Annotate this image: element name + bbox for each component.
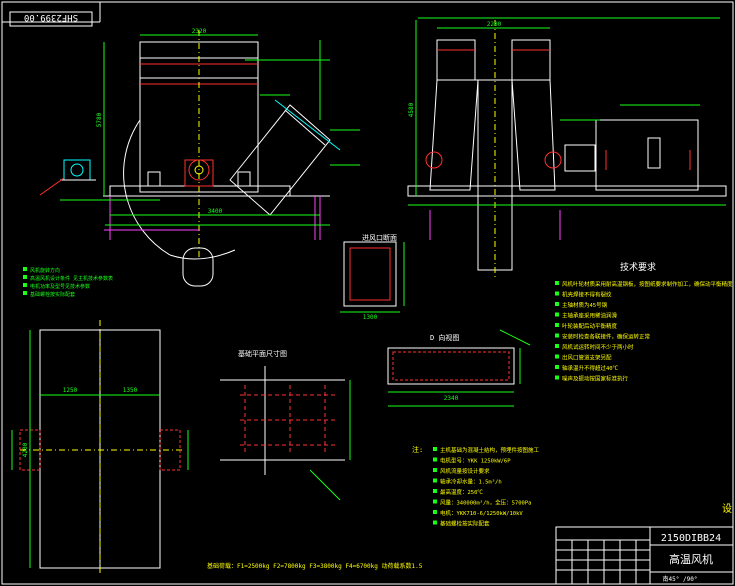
tech-requirement-line: 风机叶轮材质采用耐高温钢板，按图纸要求制作加工，确保动平衡精度 <box>562 280 733 288</box>
dim-top-width: 2320 <box>192 28 207 35</box>
spec-note-line-bullet <box>433 510 437 514</box>
dim-found-h: 4200 <box>22 442 29 457</box>
left-note-line: 基础螺栓按实际配套 <box>30 291 75 298</box>
left-note-line-bullet <box>23 283 27 287</box>
tech-requirement-line-bullet <box>555 302 559 306</box>
weights-line: 基础荷载：F1=2500kg F2=7800kg F3=3800kg F4=67… <box>207 562 423 570</box>
spec-note-line: 最高温度：250℃ <box>440 488 483 496</box>
spec-note-line-bullet <box>433 468 437 472</box>
tech-requirement-line: 叶轮装配后动平衡精度 <box>562 322 618 330</box>
foundation-label: 基础平面尺寸图 <box>238 349 287 358</box>
foundation-plan-view: 1250 1350 4200 <box>11 320 189 575</box>
dim-base-width: 3400 <box>208 208 223 215</box>
tech-requirement-line: 风机试运转时间不少于两小时 <box>562 343 634 351</box>
drawing-subtitle: 南45° /90° <box>663 575 698 583</box>
spec-note-line: 轴承冷却水量：1.5m³/h <box>440 478 502 486</box>
left-note-line: 高温风机设计条件 见主机技术参数表 <box>30 275 113 282</box>
drawing-number-box: SHF2399.00 <box>9 11 93 27</box>
spec-note-line-bullet <box>433 489 437 493</box>
tech-requirement-line-bullet <box>555 333 559 338</box>
tech-requirement-line-bullet <box>555 344 559 348</box>
dim-outlet-w: 2340 <box>444 395 459 402</box>
left-note-line-bullet <box>23 275 27 279</box>
left-note-line: 风机旋转方向 <box>30 267 60 274</box>
tech-requirement-line: 安装时检查各联接件，确保运转正常 <box>562 333 651 341</box>
tech-requirement-line: 出风口管道支架另配 <box>562 354 612 362</box>
tech-requirements-block: 技术要求 风机叶轮材质采用耐高温钢板，按图纸要求制作加工，确保动平衡精度机壳焊接… <box>555 261 733 383</box>
dim-found-w2: 1350 <box>123 387 138 394</box>
spec-note-line-bullet <box>433 447 437 451</box>
inlet-section-view: 进风口断面 1300 <box>340 233 405 321</box>
spec-note-line: 风量：340000m³/h，全压：5700Pa <box>440 499 531 507</box>
tech-requirement-line-bullet <box>555 312 559 317</box>
model-number: 2150DIBB24 <box>661 533 721 544</box>
spec-notes-prefix: 注: <box>412 445 423 454</box>
spec-note-line: 电机：YKK710-6/1250kW/10kV <box>440 509 523 517</box>
inlet-section-label: 进风口断面 <box>362 233 397 242</box>
spec-note-line: 主机基础为混凝土结构，预埋件按图施工 <box>440 446 540 454</box>
side-elevation-view: 2200 4580 <box>407 17 727 280</box>
tech-requirement-line: 主轴承座采用稀油润滑 <box>562 312 618 320</box>
left-note-line-bullet <box>23 291 27 295</box>
tech-requirement-line: 机壳焊接不得有裂纹 <box>562 291 612 299</box>
tech-requirement-line-bullet <box>555 281 559 285</box>
left-note-line: 电机功率及型号见技术参数 <box>30 283 90 290</box>
bolt-layout-view: 基础平面尺寸图 <box>220 349 351 501</box>
tech-requirement-line: 主轴材质为45号钢 <box>562 301 608 309</box>
tech-requirements-heading: 技术要求 <box>620 261 656 273</box>
spec-note-line-bullet <box>433 457 437 462</box>
outlet-section-label: D 向视图 <box>430 333 459 342</box>
tech-requirement-line-bullet <box>555 291 559 296</box>
spec-note-line: 基础螺栓按实际配套 <box>440 520 490 528</box>
drawing-title: 高温风机 <box>669 552 713 566</box>
spec-note-line: 风机流量按设计要求 <box>440 467 490 475</box>
title-block: 2150DIBB24 高温风机 南45° /90° 设 <box>555 503 734 585</box>
tech-requirement-line: 噪声及振动按国家标准执行 <box>562 375 629 383</box>
left-note-line-bullet <box>23 267 27 271</box>
spec-note-line-bullet <box>433 478 437 483</box>
tech-requirement-line-bullet <box>555 323 559 327</box>
spec-note-line-bullet <box>433 499 437 504</box>
edge-partial-text: 设 <box>722 503 732 515</box>
dim-left-overall: 5780 <box>96 112 103 127</box>
outlet-d-view: D 向视图 2340 <box>387 329 531 407</box>
drawing-number: SHF2399.00 <box>24 12 78 22</box>
tech-requirement-line: 轴承温升不得超过40℃ <box>562 364 619 372</box>
spec-note-line-bullet <box>433 520 437 525</box>
dim-right-width: 2200 <box>487 21 502 28</box>
front-elevation-view: 2320 5780 3400 <box>39 28 360 287</box>
tech-requirement-line-bullet <box>555 354 559 359</box>
tech-requirement-line-bullet <box>555 375 559 380</box>
tech-requirement-line-bullet <box>555 365 559 369</box>
dim-inlet-w: 1300 <box>363 314 378 321</box>
dim-found-w1: 1250 <box>63 387 78 394</box>
dim-right-overall: 4580 <box>408 102 415 117</box>
spec-note-line: 电机型号：YKK 1250kW/6P <box>440 457 511 465</box>
